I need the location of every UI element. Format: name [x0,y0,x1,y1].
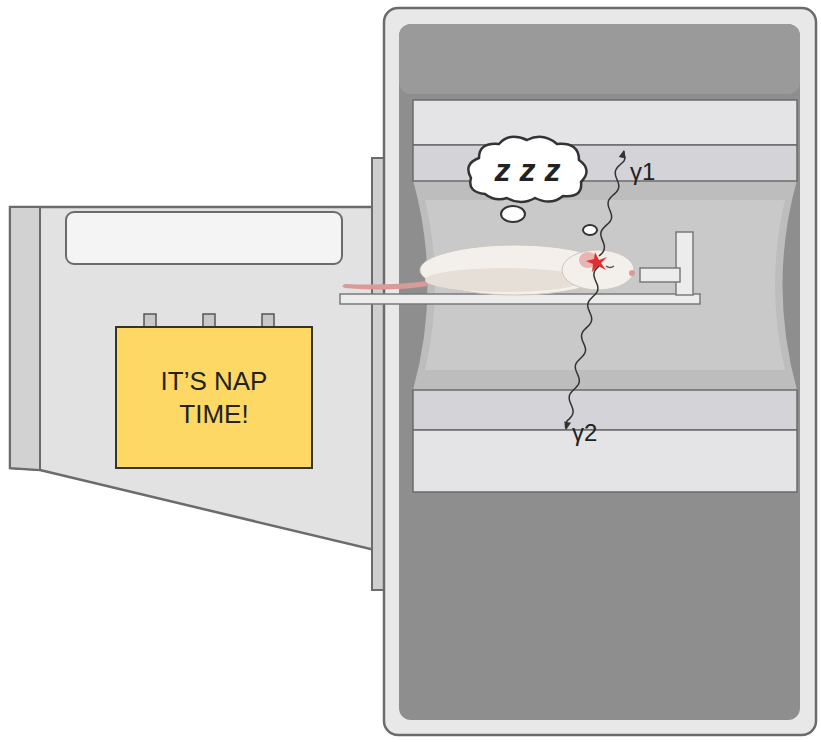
rat-head [562,250,634,290]
note-sign: IT’S NAP TIME! [115,326,313,469]
node-text: z z z [495,152,561,189]
gamma-ray [599,151,625,256]
bed-plate [340,294,700,304]
thought-bubble [583,225,597,235]
bed-housing [10,207,383,552]
gamma-arrowhead [564,421,571,430]
thought-bubble [501,206,525,222]
node-text: IT’S NAP TIME! [129,365,299,430]
gamma-ray [566,266,600,429]
bed-stop [676,232,693,295]
top-detector-ring [413,100,797,145]
thought-cloud: z z z [465,136,590,204]
gamma-label: γ2 [572,419,597,447]
bottom-detector-ring [413,430,797,492]
gamma-label: γ1 [630,158,655,186]
housing-window [66,212,342,264]
cloud-shape [468,137,586,202]
gantry-bore [413,180,797,390]
head-rest [640,268,680,282]
rat-eye [606,266,614,268]
gantry-body [384,8,816,735]
housing-side [10,207,40,470]
gamma-arrowhead [619,150,626,159]
bottom-detector-inner [413,390,797,430]
rat-nose [629,270,635,276]
gantry-face [399,24,800,720]
gantry-face-top [399,24,800,94]
rat-shade [425,268,585,292]
rat-tail [343,281,429,290]
